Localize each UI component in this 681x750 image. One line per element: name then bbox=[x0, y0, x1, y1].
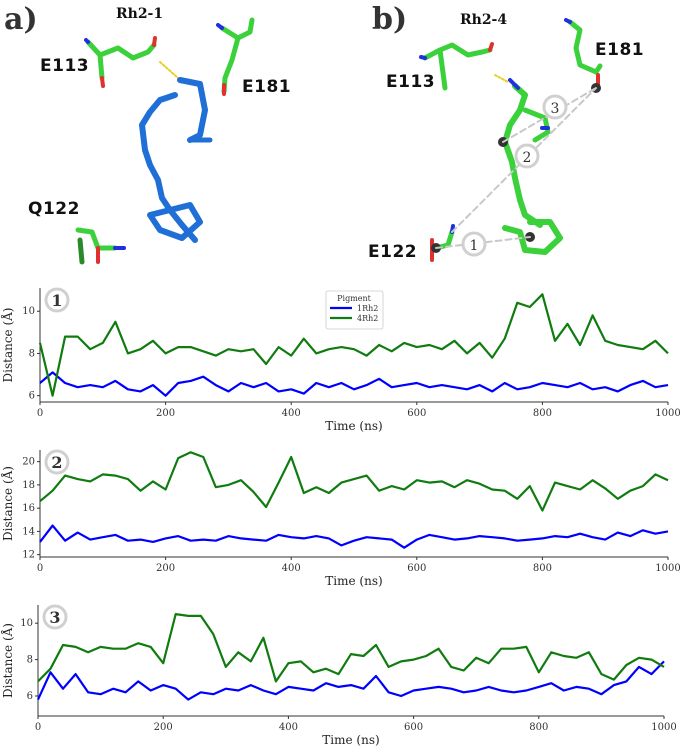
series-line-4Rh2 bbox=[37, 613, 665, 683]
svg-text:3: 3 bbox=[49, 608, 60, 627]
svg-text:2: 2 bbox=[523, 150, 532, 166]
x-tick-label: 400 bbox=[282, 408, 301, 419]
x-tick-label: 600 bbox=[407, 408, 426, 419]
panel-a-title: Rh2-1 bbox=[116, 6, 164, 22]
structure-a bbox=[75, 17, 255, 265]
y-tick-label: 20 bbox=[22, 457, 35, 468]
chart-badge-1: 1 bbox=[44, 287, 70, 313]
x-tick-label: 400 bbox=[279, 722, 298, 733]
x-tick-label: 0 bbox=[37, 563, 43, 574]
panel-b-label: b) bbox=[372, 2, 408, 37]
residue-label-e113-b: E113 bbox=[386, 72, 436, 92]
legend-entry-4Rh2: 4Rh2 bbox=[357, 314, 378, 323]
molecular-structures: 1 2 3 bbox=[75, 17, 603, 265]
legend-title: Pigment bbox=[337, 294, 372, 303]
distance-marker-3: 3 bbox=[542, 94, 568, 120]
panel-a-label: a) bbox=[4, 2, 38, 37]
distance-marker-1: 1 bbox=[461, 231, 487, 257]
y-axis-label: Distance (Å) bbox=[0, 623, 15, 698]
series-line-4Rh2 bbox=[38, 293, 669, 397]
legend-entry-1Rh2: 1Rh2 bbox=[357, 304, 378, 313]
residue-label-e181-b: E181 bbox=[595, 40, 645, 60]
series-line-1Rh2 bbox=[36, 660, 665, 701]
residue-label-e113-a: E113 bbox=[40, 56, 90, 76]
x-tick-label: 600 bbox=[407, 563, 426, 574]
svg-text:1: 1 bbox=[51, 291, 62, 310]
chart-badge-3: 3 bbox=[42, 604, 68, 630]
y-tick-label: 10 bbox=[20, 618, 33, 629]
y-axis-label: Distance (Å) bbox=[0, 466, 15, 541]
x-axis-label: Time (ns) bbox=[325, 574, 382, 588]
panel-b-title: Rh2-4 bbox=[460, 12, 508, 28]
y-axis-label: Distance (Å) bbox=[0, 308, 15, 383]
x-tick-label: 1000 bbox=[651, 722, 676, 733]
series-line-1Rh2 bbox=[39, 524, 669, 549]
structure-b bbox=[419, 18, 603, 262]
y-tick-label: 8 bbox=[27, 655, 33, 666]
x-tick-label: 200 bbox=[154, 722, 173, 733]
y-tick-label: 8 bbox=[29, 348, 35, 359]
x-axis-label: Time (ns) bbox=[325, 419, 382, 433]
x-tick-label: 200 bbox=[156, 408, 175, 419]
x-tick-label: 200 bbox=[156, 563, 175, 574]
y-tick-label: 6 bbox=[27, 691, 33, 702]
x-tick-label: 600 bbox=[404, 722, 423, 733]
x-tick-label: 800 bbox=[533, 408, 552, 419]
svg-text:2: 2 bbox=[51, 453, 62, 472]
x-axis-label: Time (ns) bbox=[322, 733, 379, 747]
y-tick-label: 6 bbox=[29, 391, 35, 402]
x-tick-label: 0 bbox=[37, 408, 43, 419]
y-tick-label: 10 bbox=[22, 306, 35, 317]
residue-label-e122-b: E122 bbox=[368, 242, 418, 262]
y-tick-label: 12 bbox=[22, 550, 35, 561]
x-tick-label: 400 bbox=[282, 563, 301, 574]
residue-label-q122-a: Q122 bbox=[28, 199, 80, 219]
y-tick-label: 16 bbox=[22, 503, 35, 514]
series-line-4Rh2 bbox=[39, 451, 669, 512]
residue-label-e181-a: E181 bbox=[242, 77, 292, 97]
distance-marker-2: 2 bbox=[514, 143, 540, 169]
chart-badge-2: 2 bbox=[44, 449, 70, 475]
x-tick-label: 800 bbox=[529, 722, 548, 733]
svg-text:1: 1 bbox=[470, 238, 479, 254]
x-tick-label: 800 bbox=[533, 563, 552, 574]
y-tick-label: 18 bbox=[22, 480, 35, 491]
series-line-1Rh2 bbox=[39, 371, 669, 397]
x-tick-label: 1000 bbox=[655, 408, 680, 419]
x-tick-label: 0 bbox=[35, 722, 41, 733]
x-tick-label: 1000 bbox=[655, 563, 680, 574]
svg-text:3: 3 bbox=[551, 101, 560, 117]
y-tick-label: 14 bbox=[22, 526, 35, 537]
